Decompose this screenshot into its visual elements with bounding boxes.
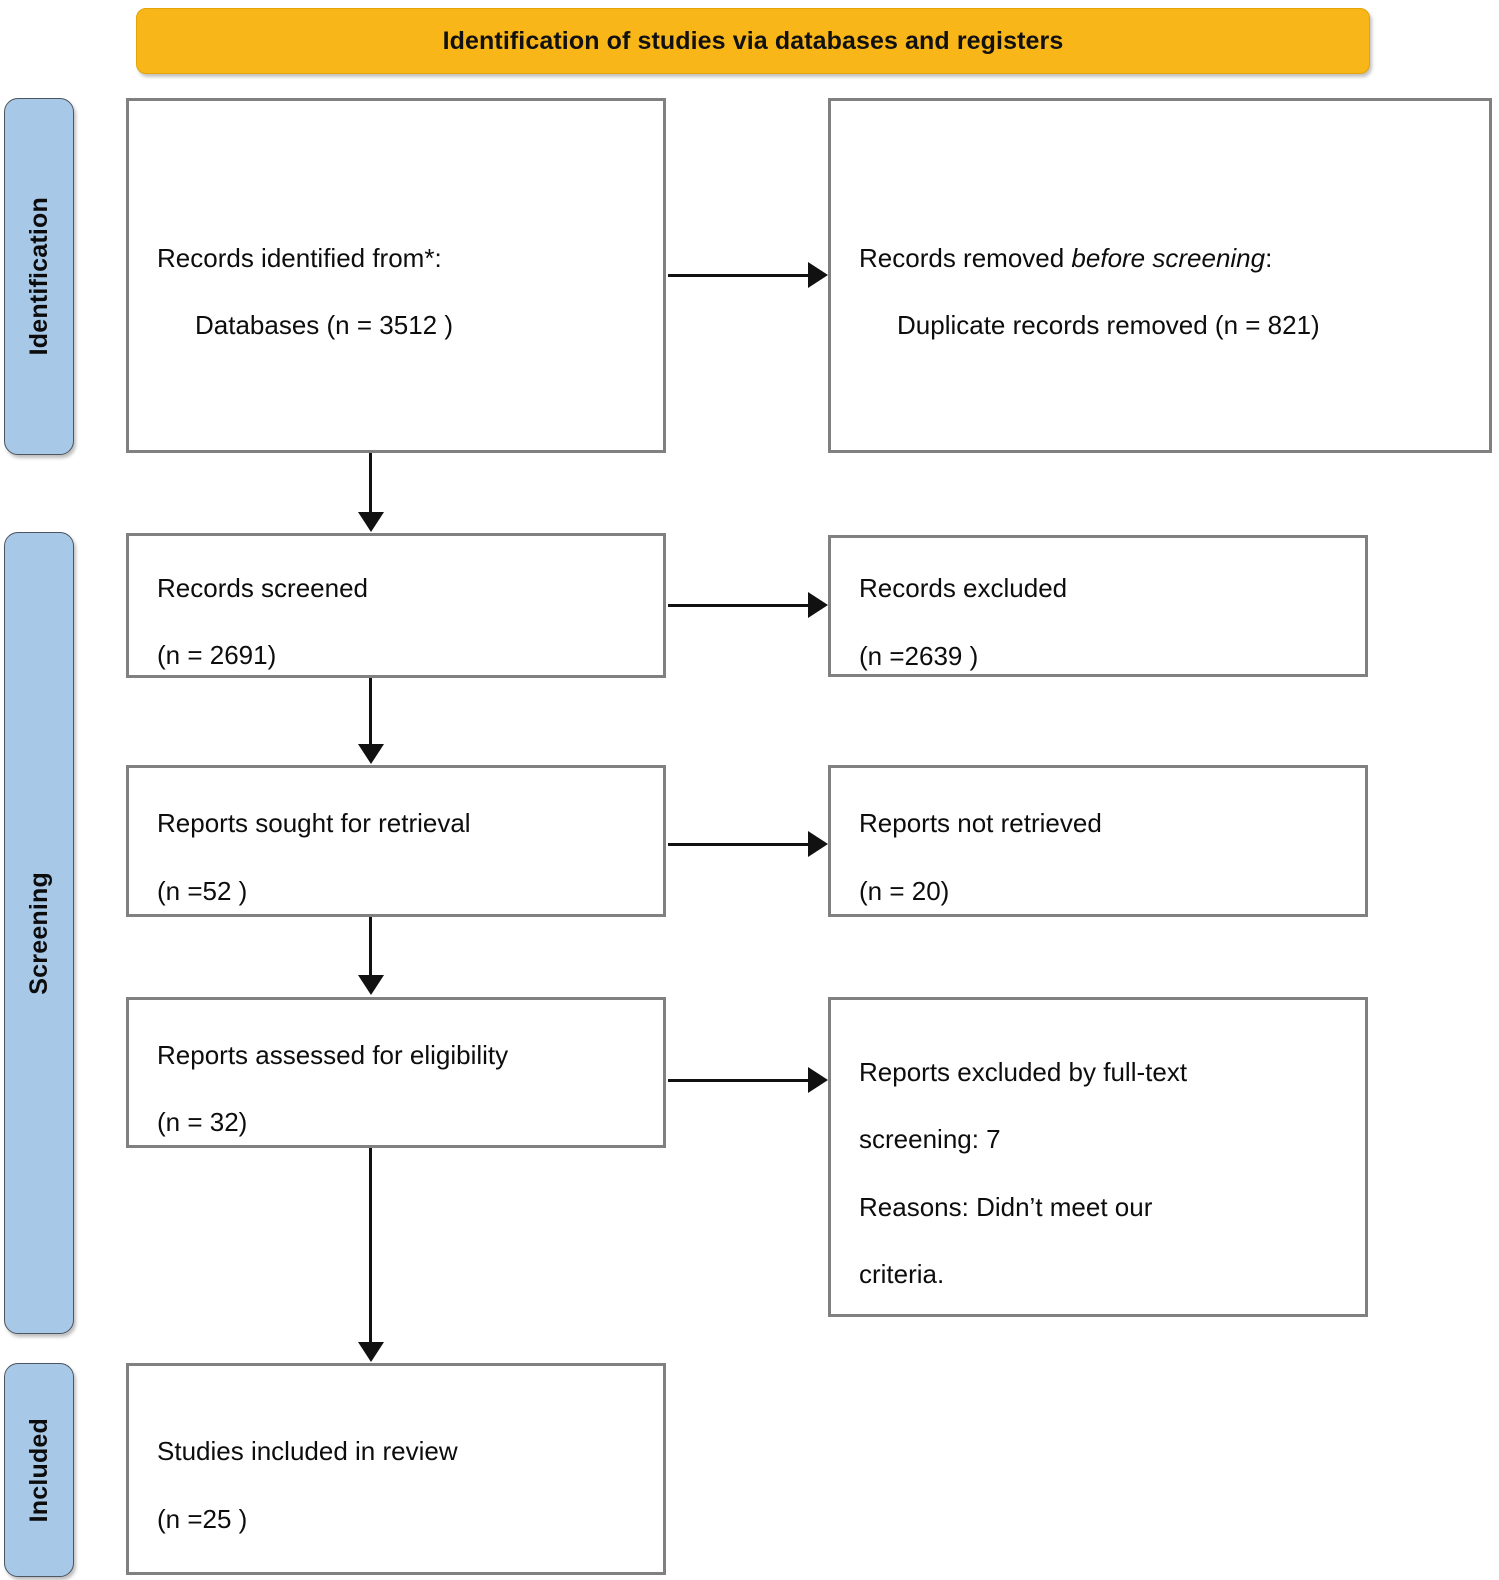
reports-not-retrieved-line2: (n = 20) [859, 875, 950, 906]
arrow-head-down-icon [358, 744, 384, 764]
node-records-identified: Records identified from*: Databases (n =… [126, 98, 666, 453]
diagram-header-banner: Identification of studies via databases … [136, 8, 1370, 74]
node-records-excluded-text: Records excluded (n =2639 ) [831, 538, 1067, 673]
node-records-excluded: Records excluded (n =2639 ) [828, 535, 1368, 677]
reports-sought-line2: (n =52 ) [157, 875, 248, 906]
reports-assessed-line2: (n = 32) [157, 1107, 248, 1138]
arrow-head-right-icon [808, 831, 828, 857]
arrow-line [369, 917, 372, 977]
arrow-head-right-icon [808, 262, 828, 288]
records-excluded-line1: Records excluded [859, 573, 1068, 604]
records-removed-line1-italic: before screening [1071, 242, 1266, 273]
arrow-line [369, 1148, 372, 1344]
stage-label-identification-text: Identification [24, 197, 53, 356]
arrow-head-down-icon [358, 512, 384, 532]
stage-label-screening-text: Screening [24, 871, 53, 995]
node-reports-assessed-text: Reports assessed for eligibility (n = 32… [129, 1005, 508, 1140]
stage-label-identification: Identification [4, 98, 74, 455]
arrow-line [369, 453, 372, 515]
arrow-line [668, 604, 810, 607]
records-screened-line1: Records screened [157, 572, 368, 603]
records-removed-line1-suffix: : [1265, 242, 1273, 273]
arrow-line [668, 843, 810, 846]
node-records-screened-text: Records screened (n = 2691) [129, 538, 368, 673]
records-excluded-line2: (n =2639 ) [859, 640, 979, 671]
full-text-excluded-line2: screening: 7 [859, 1124, 1001, 1155]
node-records-removed-text: Records removed before screening: Duplic… [831, 208, 1320, 343]
node-records-removed: Records removed before screening: Duplic… [828, 98, 1492, 453]
node-reports-assessed: Reports assessed for eligibility (n = 32… [126, 997, 666, 1148]
node-studies-included: Studies included in review (n =25 ) [126, 1363, 666, 1575]
reports-sought-line1: Reports sought for retrieval [157, 808, 471, 839]
records-removed-line2: Duplicate records removed (n = 821) [897, 310, 1320, 341]
arrow-line [369, 678, 372, 746]
node-reports-full-text-excluded: Reports excluded by full-text screening:… [828, 997, 1368, 1317]
studies-included-line1: Studies included in review [157, 1436, 458, 1467]
stage-label-included-text: Included [24, 1417, 53, 1523]
arrow-line [668, 1079, 810, 1082]
records-identified-line1: Records identified from*: [157, 242, 442, 273]
stage-label-screening: Screening [4, 532, 74, 1334]
stage-label-included: Included [4, 1363, 74, 1577]
full-text-excluded-line3: Reasons: Didn’t meet our [859, 1191, 1153, 1222]
reports-not-retrieved-line1: Reports not retrieved [859, 808, 1102, 839]
node-reports-not-retrieved: Reports not retrieved (n = 20) [828, 765, 1368, 917]
arrow-head-down-icon [358, 1342, 384, 1362]
records-identified-line2: Databases (n = 3512 ) [195, 310, 453, 341]
full-text-excluded-line4: criteria. [859, 1259, 945, 1290]
reports-assessed-line1: Reports assessed for eligibility [157, 1039, 509, 1070]
records-removed-line1-prefix: Records removed [859, 242, 1072, 273]
arrow-line [668, 274, 810, 277]
node-records-screened: Records screened (n = 2691) [126, 533, 666, 678]
node-studies-included-text: Studies included in review (n =25 ) [129, 1401, 458, 1536]
node-reports-not-retrieved-text: Reports not retrieved (n = 20) [831, 773, 1102, 908]
arrow-head-right-icon [808, 592, 828, 618]
node-records-identified-text: Records identified from*: Databases (n =… [129, 208, 453, 343]
node-reports-full-text-excluded-text: Reports excluded by full-text screening:… [831, 1022, 1187, 1292]
records-screened-line2: (n = 2691) [157, 640, 277, 671]
arrow-head-right-icon [808, 1067, 828, 1093]
full-text-excluded-line1: Reports excluded by full-text [859, 1056, 1188, 1087]
node-reports-sought-text: Reports sought for retrieval (n =52 ) [129, 773, 471, 908]
arrow-head-down-icon [358, 975, 384, 995]
node-reports-sought: Reports sought for retrieval (n =52 ) [126, 765, 666, 917]
page-title: Identification of studies via databases … [442, 26, 1064, 55]
studies-included-line2: (n =25 ) [157, 1503, 248, 1534]
